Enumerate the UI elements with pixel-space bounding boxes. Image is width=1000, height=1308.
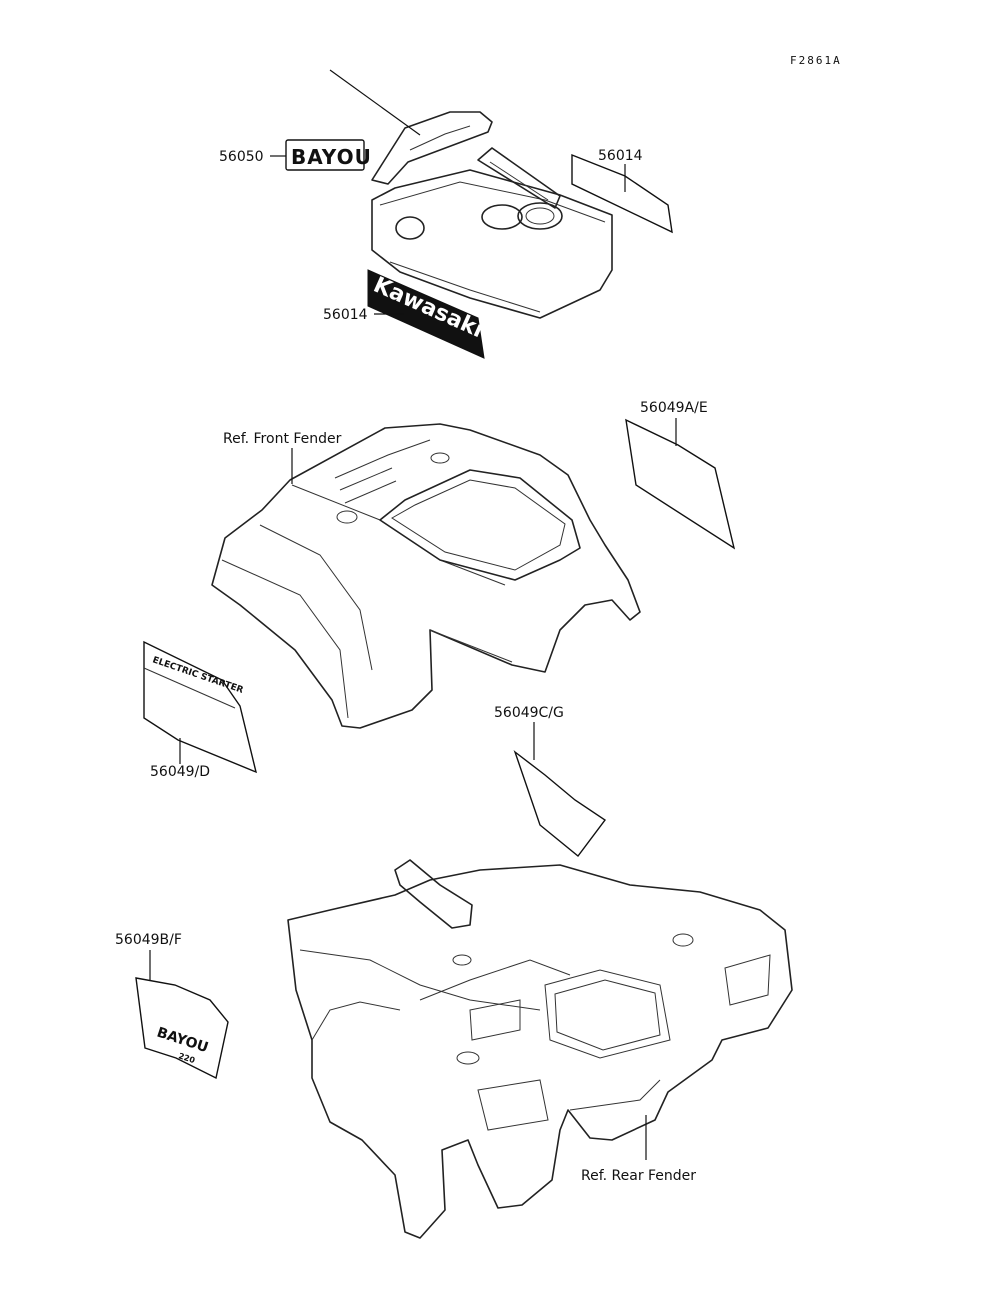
decal-56049ae [625, 418, 736, 550]
label-56049cg: 56049C/G [494, 705, 564, 721]
label-56049bf: 56049B/F [115, 932, 182, 948]
label-56049ae: 56049A/E [640, 400, 708, 416]
figure-id: F2861A [790, 54, 842, 67]
label-56014-kawasaki: 56014 [323, 307, 368, 323]
instrument-cover [371, 147, 613, 319]
label-56049d: 56049/D [150, 764, 210, 780]
decal-56049cg [513, 750, 607, 858]
decal-56049bf: BAYOU 220 [135, 977, 229, 1080]
label-56014-top: 56014 [598, 148, 643, 164]
rear-bracket [394, 859, 473, 929]
bayou-emblem-text: BAYOU [291, 145, 372, 169]
mounting-bracket [329, 69, 493, 185]
rear-fender [287, 864, 793, 1239]
label-ref-rear-fender: Ref. Rear Fender [581, 1168, 696, 1184]
front-fender [211, 423, 641, 729]
decal-panel-56014-top [571, 153, 673, 234]
label-ref-front-fender: Ref. Front Fender [223, 431, 342, 447]
bayou-emblem: BAYOU [285, 139, 372, 171]
label-56050: 56050 [219, 149, 264, 165]
decal-56049d: ELECTRIC STARTER [143, 640, 258, 774]
